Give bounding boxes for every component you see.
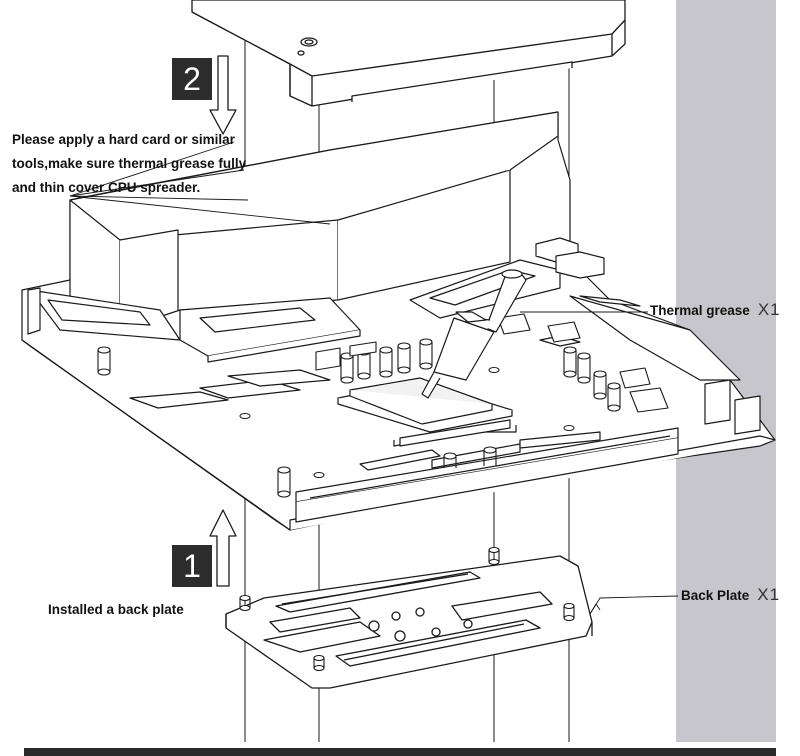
thermal-grease-label: Thermal grease X1 — [650, 300, 781, 320]
thermal-grease-syringe — [421, 269, 527, 399]
cooler-block — [191, 0, 626, 107]
board-mount-holes — [239, 367, 575, 478]
capacitors — [97, 313, 669, 498]
back-plate-label: Back Plate X1 — [681, 585, 780, 605]
step-2-down-arrow — [209, 55, 237, 135]
back-plate — [225, 555, 593, 689]
step-2-line-3: and thin cover CPU spreader. — [12, 180, 201, 195]
motherboard — [21, 111, 776, 531]
step-1-badge: 1 — [172, 545, 212, 587]
thermal-grease-name: Thermal grease — [650, 303, 750, 318]
back-plate-qty: X1 — [757, 585, 781, 604]
back-plate-standoffs — [239, 546, 575, 672]
thermal-grease-qty: X1 — [757, 300, 781, 319]
callout-lines — [69, 141, 679, 615]
step-1-text: Installed a back plate — [48, 602, 184, 617]
step-2-line-2: tools,make sure thermal grease fully — [12, 156, 247, 171]
step-2-line-1: Please apply a hard card or similar — [12, 132, 235, 147]
step-2-badge: 2 — [172, 58, 212, 100]
step-1-up-arrow — [209, 509, 237, 587]
back-plate-name: Back Plate — [681, 588, 750, 603]
bottom-bar — [24, 748, 776, 756]
